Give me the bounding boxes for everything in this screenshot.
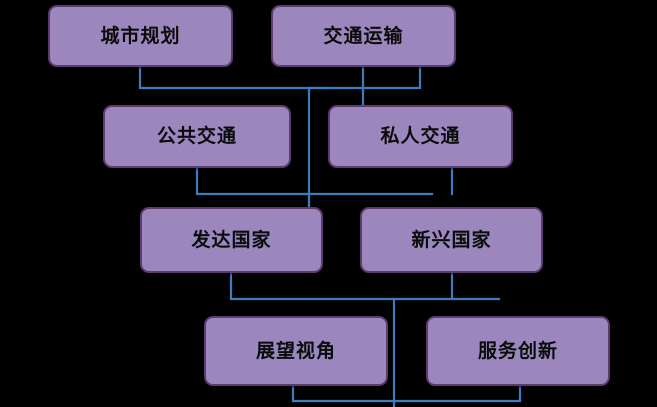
node-label: 展望视角 — [255, 339, 336, 362]
node-xinxingguojia[interactable]: 新兴国家 — [360, 207, 543, 273]
connector-chengshiguihua-to-gonggongjiaotong — [138, 65, 332, 90]
node-label: 私人交通 — [380, 125, 461, 148]
connector-zhanwangshijiao-to-bottom-rail — [291, 384, 522, 403]
node-label: 公共交通 — [156, 125, 237, 148]
node-label: 交通运输 — [323, 24, 404, 47]
connector-fadaguojia-to-zhanwangshijiao — [229, 271, 501, 301]
node-jiaotongyunshu[interactable]: 交通运输 — [271, 5, 456, 67]
node-label: 服务创新 — [477, 339, 558, 362]
node-gonggongjiaotong[interactable]: 公共交通 — [103, 105, 291, 168]
node-label: 发达国家 — [191, 228, 272, 251]
node-fuwuchuangxin[interactable]: 服务创新 — [426, 316, 610, 386]
node-sirenjiaotong[interactable]: 私人交通 — [328, 105, 513, 168]
node-label: 新兴国家 — [411, 228, 492, 251]
node-fadaguojia[interactable]: 发达国家 — [140, 207, 323, 273]
node-label: 城市规划 — [100, 24, 181, 47]
node-chengshiguihua[interactable]: 城市规划 — [48, 5, 233, 67]
node-zhanwangshijiao[interactable]: 展望视角 — [204, 316, 388, 386]
connector-gonggongjiaotong-to-fadaguojia — [195, 166, 434, 196]
